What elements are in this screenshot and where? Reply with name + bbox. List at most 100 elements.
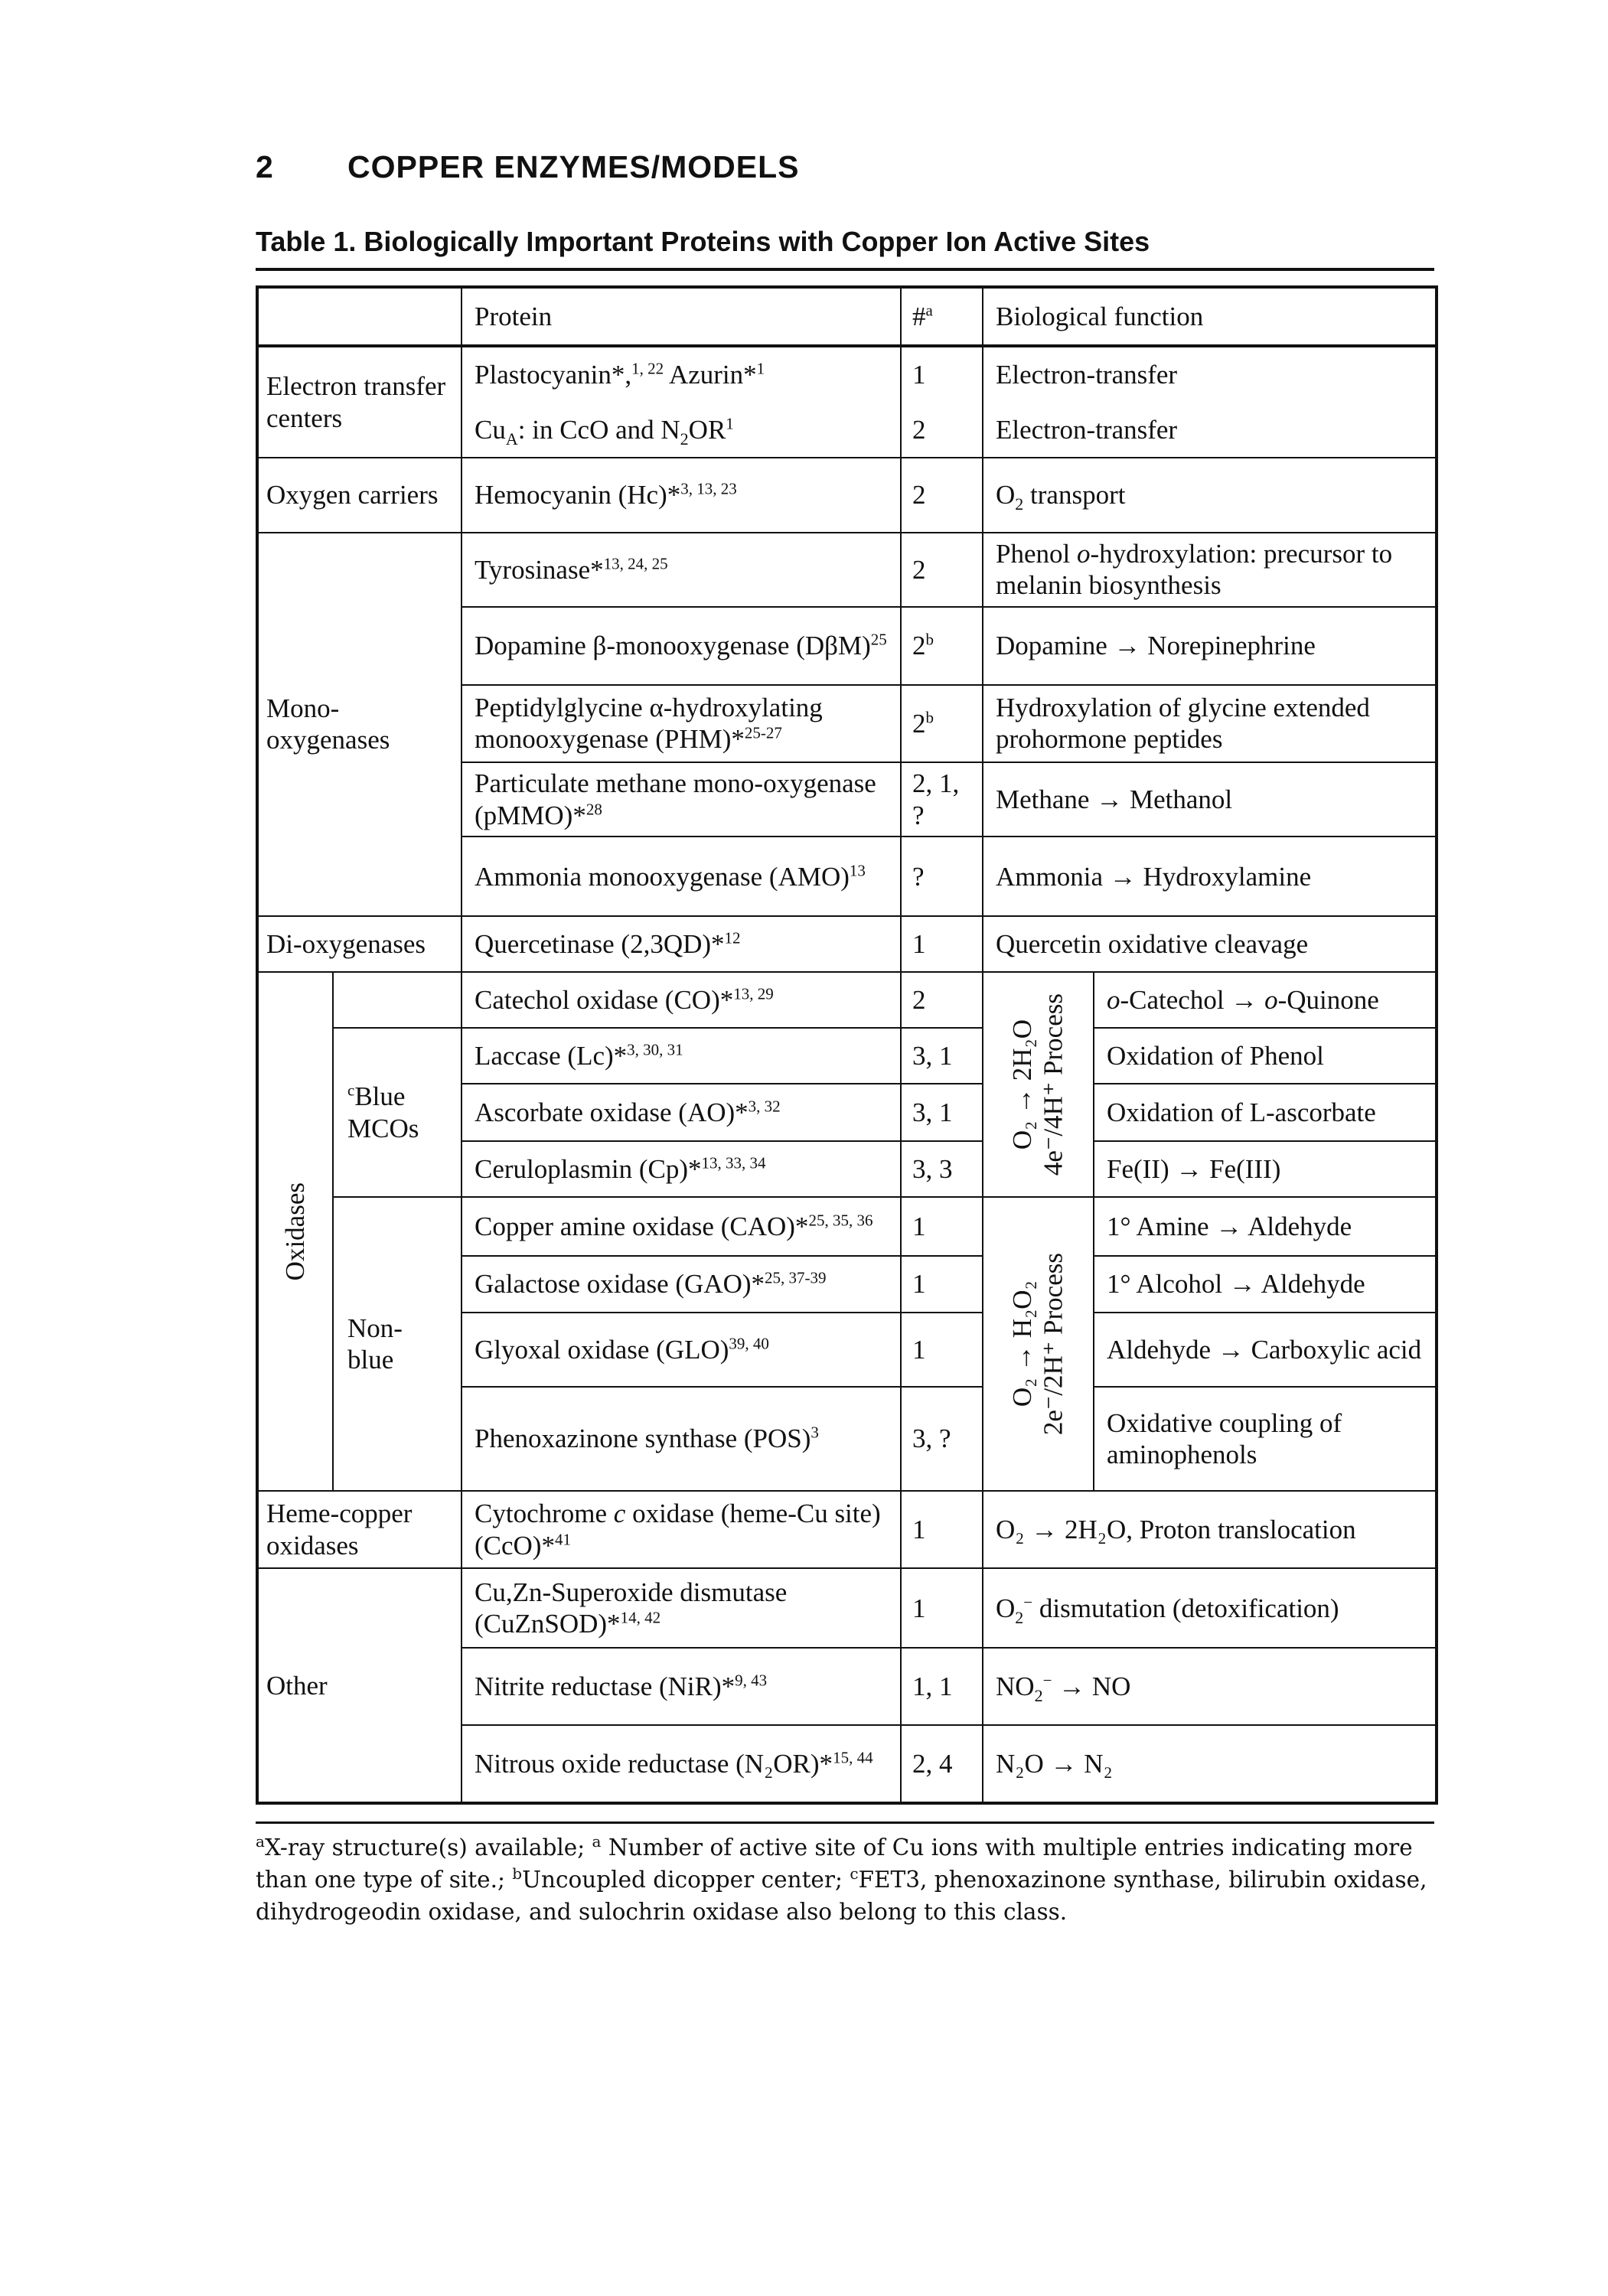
footnote-sup: a [592,1832,602,1851]
table-header-row: Protein #a Biological function [256,285,1438,348]
footnote-text: Number of active site of Cu ions with mu… [256,1835,1413,1893]
protein-cell: Galactose oxidase (GAO)*25, 37-39 [461,1255,902,1313]
protein-cell: Cytochrome c oxidase (heme-Cu site) (CcO… [461,1489,902,1570]
footnote-sup: b [512,1864,523,1883]
table-caption: Table 1. Biologically Important Proteins… [256,226,1150,257]
ref-sup: 1, 22 [631,359,664,378]
number-sup: b [925,630,934,649]
function-text: -Catechol → [1120,984,1265,1015]
function-cell: o-Catechol → o-Quinone [1092,971,1438,1029]
function-text: -Quinone [1277,984,1379,1015]
protein-text: Ascorbate oxidase (AO)* [475,1097,749,1128]
protein-text: Copper amine oxidase (CAO)* [475,1212,809,1242]
function-text: -hydroxylation: precursor to melanin bio… [996,539,1393,601]
function-cell: Hydroxylation of glycine extended prohor… [981,683,1438,764]
function-italic: o [1264,984,1278,1015]
protein-text: Azurin* [664,360,757,390]
function-italic: o [1076,539,1091,569]
header-blank-cell [256,285,462,348]
ref-sup: 25, 35, 36 [808,1211,873,1230]
table-row: Ceruloplasmin (Cp)*13, 33, 34 3, 3 Fe(II… [257,1140,1438,1199]
header-function-label: Biological function [996,301,1204,331]
protein-text: Cu [475,414,506,445]
protein-text: Tyrosinase* [475,554,604,585]
table-row: Heme-copper oxidases Cytochrome c oxidas… [256,1489,1438,1570]
subscript: 2 [1034,1686,1043,1705]
function-cell: 1° Amine → Aldehyde [1092,1196,1438,1257]
category-dioxygenases: Di-oxygenases [256,915,462,974]
table-row: Dopamine β-monooxygenase (DβM)25 2b Dopa… [257,606,1438,686]
protein-cell: Glyoxal oxidase (GLO)39, 40 [461,1311,902,1388]
function-text: NO [996,1671,1035,1701]
function-italic: o [1107,984,1120,1015]
number-cell: 1 [900,915,983,974]
function-cell: Methane → Methanol [981,762,1438,838]
header-number: #a [900,285,983,348]
function-cell: Oxidation of Phenol [1092,1027,1438,1085]
ref-sup: 13 [849,860,866,879]
ref-sup: 25, 37-39 [765,1268,827,1287]
protein-cell: Cu,Zn-Superoxide dismutase (CuZnSOD)*14,… [461,1567,902,1649]
number-cell: 3, 1 [900,1083,983,1143]
protein-text: Dopamine β-monooxygenase (DβM) [475,631,871,661]
table-row: Oxygen carriers Hemocyanin (Hc)*3, 13, 2… [256,457,1438,533]
table-row: Di-oxygenases Quercetinase (2,3QD)*12 1 … [256,915,1438,974]
protein-text: Cytochrome [475,1499,614,1529]
running-title: COPPER ENZYMES/MODELS [347,149,800,184]
number-text: 2 [912,708,926,739]
protein-text: Phenoxazinone synthase (POS) [475,1424,811,1454]
footnote-text: X-ray structure(s) available; [264,1835,592,1861]
protein-cell: Copper amine oxidase (CAO)*25, 35, 36 [461,1196,902,1257]
protein-cell: Ascorbate oxidase (AO)*3, 32 [461,1083,902,1143]
function-cell: Quercetin oxidative cleavage [981,915,1438,974]
function-text: → NO [1052,1671,1131,1701]
ref-sup: 9, 43 [735,1671,768,1690]
ref-sup: 3, 32 [748,1097,781,1116]
protein-cell: Ceruloplasmin (Cp)*13, 33, 34 [461,1140,902,1199]
protein-cell: Nitrite reductase (NiR)*9, 43 [461,1646,902,1727]
table-row: Nitrite reductase (NiR)*9, 43 1, 1 NO2− … [257,1646,1438,1727]
number-cell: 3, ? [900,1385,983,1492]
protein-text: Hemocyanin (Hc)* [475,480,681,510]
process-line-2: 2e⁻/2H⁺ Process [1038,1253,1068,1436]
function-cell: Aldehyde → Carboxylic acid [1092,1311,1438,1388]
function-cell: 1° Alcohol → Aldehyde [1092,1255,1438,1313]
function-cell: Oxidation of L-ascorbate [1092,1083,1438,1143]
function-text: dismutation (detoxification) [1032,1593,1339,1623]
protein-cell: Tyrosinase*13, 24, 25 [461,531,902,608]
subgroup-nonblue: Non-blue [332,1196,462,1492]
table-row: Oxidases Catechol oxidase (CO)*13, 29 2 … [256,971,1438,1492]
ref-sup: 12 [724,928,741,947]
table-row: cBlue MCOs Laccase (Lc)*3, 30, 31 3, 1 O… [257,1027,1438,1199]
function-cell: Ammonia → Hydroxylamine [981,836,1438,917]
protein-cell: Plastocyanin*,1, 22 Azurin*1 [461,345,902,403]
number-cell: ? [900,836,983,917]
table-row: Galactose oxidase (GAO)*25, 37-39 1 1° A… [257,1255,1438,1313]
protein-text: Particulate methane mono-oxygenase (pMMO… [475,768,876,830]
table-row: Mono-oxygenases Tyrosinase*13, 24, 25 2 … [256,531,1438,917]
protein-cell: Dopamine β-monooxygenase (DβM)25 [461,606,902,686]
process-line-1: O₂ → H₂O₂ [1007,1280,1038,1407]
ref-sup: 15, 44 [833,1748,873,1767]
ref-sup: 25-27 [744,723,782,742]
table-row: Non-blue Copper amine oxidase (CAO)*25, … [257,1196,1438,1492]
class-sup: c [347,1081,355,1100]
category-other: Other [256,1567,462,1804]
header-protein-label: Protein [475,301,553,331]
caption-rule [256,268,1434,271]
protein-text: oxidase (heme-Cu site) (CcO)* [475,1499,881,1561]
table-row: Nitrous oxide reductase (N₂OR)*15, 44 2,… [257,1724,1438,1804]
footnote-rule [256,1821,1434,1824]
protein-text: Nitrite reductase (NiR)* [475,1671,736,1701]
ref-sup: 1 [726,413,734,432]
header-protein: Protein [461,285,902,348]
ref-sup: 3 [811,1423,819,1442]
protein-table: Protein #a Biological function Electron … [256,285,1439,1805]
ref-sup: 13, 33, 34 [701,1153,766,1172]
protein-text: Cu,Zn-Superoxide dismutase (CuZnSOD)* [475,1577,788,1639]
ref-sup: 39, 40 [729,1333,769,1352]
category-monooxygenases: Mono-oxygenases [256,531,462,917]
protein-text: : in CcO and N [517,414,680,445]
